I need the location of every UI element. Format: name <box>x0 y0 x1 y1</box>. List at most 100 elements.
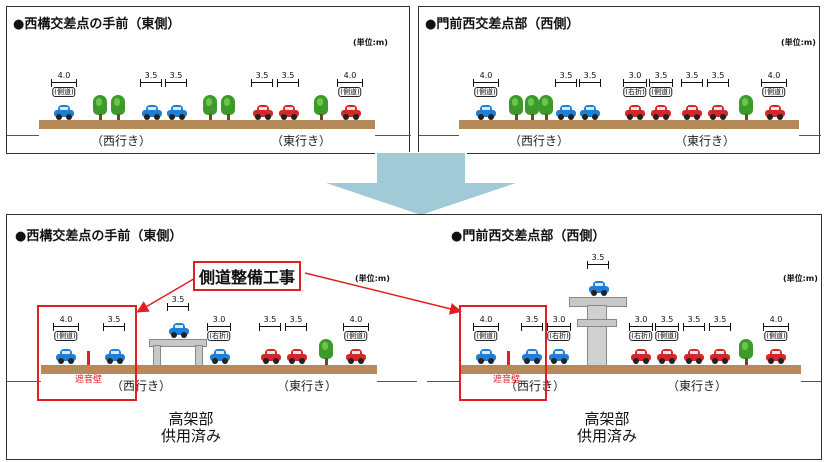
direction-label-west: （西行き） <box>91 134 152 148</box>
tree-icon <box>319 339 333 365</box>
car-icon <box>682 105 702 120</box>
lane-dimension: 3.5 <box>707 71 729 95</box>
ground-line <box>799 135 821 136</box>
note-line: 高架部 <box>168 410 214 428</box>
ground-line <box>377 381 417 382</box>
lane-dimension: 4.0(側道) <box>343 315 369 341</box>
unit-label: (単位:m) <box>355 274 390 283</box>
car-icon <box>476 105 496 120</box>
panel-title: ●門前西交差点部（西側） <box>425 17 580 32</box>
car-icon <box>341 105 361 120</box>
car-icon <box>279 105 299 120</box>
lane-dimension: 3.5 <box>521 315 543 339</box>
elevated-deck <box>149 339 207 347</box>
car-icon <box>167 105 187 120</box>
ground-line <box>427 381 461 382</box>
car-icon <box>589 281 609 296</box>
car-icon <box>708 105 728 120</box>
lane-dimension: 4.0(側道) <box>337 71 363 97</box>
car-icon <box>476 349 496 364</box>
car-icon <box>54 105 74 120</box>
lane-dimension: 3.5 <box>709 315 731 339</box>
lane-dimension: 3.5 <box>681 71 703 95</box>
direction-label-west: （西行き） <box>505 379 566 393</box>
lane-dimension: 3.5 <box>555 71 577 95</box>
lane-dimension: 3.5 <box>140 71 162 95</box>
car-icon <box>169 323 189 338</box>
construction-callout: 側道整備工事 <box>193 261 302 291</box>
unit-label: (単位:m) <box>783 274 818 283</box>
elevated-crossbeam <box>577 319 617 327</box>
car-icon <box>105 349 125 364</box>
car-icon <box>657 349 677 364</box>
car-icon <box>631 349 651 364</box>
callout-arrows <box>136 272 462 315</box>
car-icon <box>549 349 569 364</box>
lane-dimension: 4.0(側道) <box>473 71 499 97</box>
tree-icon <box>739 95 753 121</box>
note-line: 供用済み <box>576 427 637 445</box>
highlight-box <box>37 305 137 401</box>
lane-dimension: 3.5(側道) <box>649 71 673 97</box>
ground-line <box>7 135 39 136</box>
lane-dimension: 3.5 <box>579 71 601 95</box>
direction-label-east: （東行き） <box>675 134 736 148</box>
elevated-status-note: 高架部 供用済み <box>557 411 657 445</box>
ground-line <box>7 381 41 382</box>
lane-dimension: 4.0(側道) <box>761 71 787 97</box>
lane-dimension: 3.0(右折) <box>623 71 647 97</box>
sound-barrier-label: 遮音壁 <box>75 375 103 385</box>
tree-icon <box>203 95 217 121</box>
tree-icon <box>739 339 753 365</box>
sound-barrier <box>507 351 510 365</box>
tree-icon <box>314 95 328 121</box>
direction-label-west: （西行き） <box>111 379 172 393</box>
car-icon <box>580 105 600 120</box>
lane-dimension: 3.5 <box>103 315 125 339</box>
sound-barrier <box>87 351 90 365</box>
unit-label: (単位:m) <box>353 38 388 47</box>
tree-icon <box>221 95 235 121</box>
lane-dimension: 3.5 <box>285 315 307 339</box>
lane-dimension: 4.0(側道) <box>473 315 499 341</box>
lane-dimension: 3.5 <box>251 71 273 95</box>
lane-dimension: 3.5 <box>587 253 609 277</box>
car-icon <box>142 105 162 120</box>
transition-arrow <box>319 152 523 216</box>
lane-dimension: 3.5(側道) <box>655 315 679 341</box>
lane-dimension: 4.0(側道) <box>763 315 789 341</box>
direction-label-east: （東行き） <box>667 379 728 393</box>
car-icon <box>210 349 230 364</box>
car-icon <box>56 349 76 364</box>
car-icon <box>766 349 786 364</box>
elevated-status-note: 高架部 供用済み <box>141 411 241 445</box>
road-surface <box>459 120 799 129</box>
car-icon <box>261 349 281 364</box>
sound-barrier-label: 遮音壁 <box>493 375 521 385</box>
tree-icon <box>525 95 539 121</box>
note-line: 高架部 <box>584 410 630 428</box>
car-icon <box>765 105 785 120</box>
panel-after: ●西構交差点の手前（東側） ●門前西交差点部（西側） (単位:m) (単位:m)… <box>6 214 822 460</box>
road-surface <box>41 365 377 374</box>
road-surface <box>39 120 375 129</box>
lane-dimension: 3.5 <box>277 71 299 95</box>
lane-dimension: 3.0(右折) <box>547 315 571 341</box>
panel-title: ●西構交差点の手前（東側） <box>13 17 181 32</box>
tree-icon <box>111 95 125 121</box>
panel-before-east: ●西構交差点の手前（東側） (単位:m) 4.0(側道) 3.5 3.5 3.5… <box>6 6 411 154</box>
ground-line <box>801 381 821 382</box>
panel-title-west: ●門前西交差点部（西側） <box>451 229 606 244</box>
car-icon <box>651 105 671 120</box>
car-icon <box>625 105 645 120</box>
panel-before-west: ●門前西交差点部（西側） (単位:m) 4.0(側道) 3.5 3.5 3.0(… <box>418 6 821 154</box>
direction-label-east: （東行き） <box>271 134 332 148</box>
ground-line <box>419 135 459 136</box>
car-icon <box>287 349 307 364</box>
lane-dimension: 3.5 <box>683 315 705 339</box>
lane-dimension: 4.0(側道) <box>53 315 79 341</box>
highlight-box <box>459 305 547 401</box>
ground-line <box>375 135 411 136</box>
lane-dimension: 3.5 <box>259 315 281 339</box>
note-line: 供用済み <box>160 427 221 445</box>
